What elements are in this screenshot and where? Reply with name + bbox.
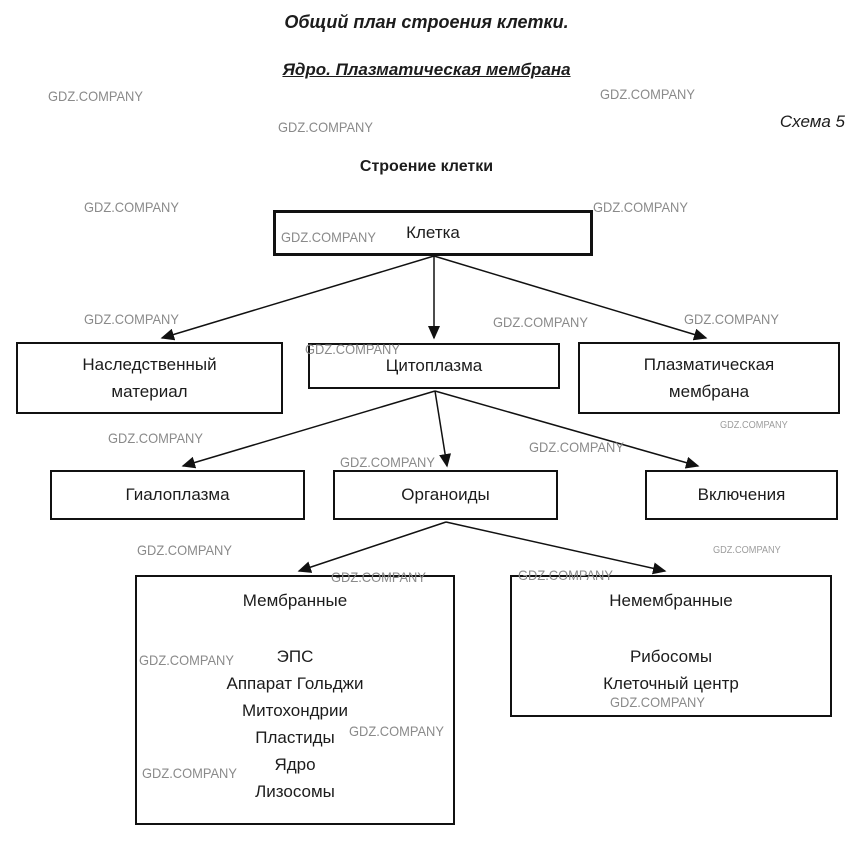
membrane-item: ЭПС xyxy=(276,647,314,666)
membrane-item: Митохондрии xyxy=(241,701,349,720)
node-hereditary-material-label: Наследственный материал xyxy=(82,355,217,401)
watermark: GDZ.COMPANY xyxy=(349,723,444,739)
watermark: GDZ.COMPANY xyxy=(84,311,179,327)
membrane-item: Ядро xyxy=(274,755,316,774)
membrane-item: Лизосомы xyxy=(255,782,335,801)
watermark: GDZ.COMPANY xyxy=(600,86,695,102)
scheme-label: Схема 5 xyxy=(779,112,845,131)
node-plasma-membrane: Плазматическая мембрана xyxy=(578,342,840,414)
watermark: GDZ.COMPANY xyxy=(610,694,705,710)
diagram-title: Строение клетки xyxy=(359,158,494,175)
node-inclusions-label: Включения xyxy=(697,485,786,504)
watermark: GDZ.COMPANY xyxy=(108,430,203,446)
node-organoids: Органоиды xyxy=(333,470,558,520)
watermark: GDZ.COMPANY xyxy=(84,199,179,215)
watermark: GDZ.COMPANY xyxy=(137,542,232,558)
node-non-membrane-organoids: Немембранные Рибосомы Клеточный центр xyxy=(510,575,832,717)
node-non-membrane-organoids-label: Немембранные xyxy=(609,591,733,610)
node-membrane-organoids: Мембранные ЭПС Аппарат Гольджи Митохондр… xyxy=(135,575,455,825)
watermark: GDZ.COMPANY xyxy=(331,569,426,585)
watermark: GDZ.COMPANY xyxy=(278,119,373,135)
watermark: GDZ.COMPANY xyxy=(281,229,376,245)
node-cytoplasm-label: Цитоплазма xyxy=(385,356,483,375)
node-hereditary-material: Наследственный материал xyxy=(16,342,283,414)
node-hyaloplasm: Гиалоплазма xyxy=(50,470,305,520)
non-membrane-item: Клеточный центр xyxy=(603,674,739,693)
node-cytoplasm: Цитоплазма xyxy=(308,343,560,389)
page-title: Общий план строения клетки. xyxy=(284,12,569,32)
node-plasma-membrane-label: Плазматическая мембрана xyxy=(643,355,775,401)
watermark: GDZ.COMPANY xyxy=(142,765,237,781)
watermark: GDZ.COMPANY xyxy=(48,88,143,104)
watermark: GDZ.COMPANY xyxy=(529,439,624,455)
node-organoids-label: Органоиды xyxy=(401,485,490,504)
node-hyaloplasm-label: Гиалоплазма xyxy=(125,485,230,504)
watermark: GDZ.COMPANY xyxy=(713,545,781,556)
page-subtitle: Ядро. Плазматическая мембрана xyxy=(282,60,571,79)
node-cell-label: Клетка xyxy=(406,223,460,242)
watermark: GDZ.COMPANY xyxy=(139,652,234,668)
node-membrane-organoids-label: Мембранные xyxy=(242,591,348,610)
watermark: GDZ.COMPANY xyxy=(720,420,788,431)
watermark: GDZ.COMPANY xyxy=(593,199,688,215)
watermark: GDZ.COMPANY xyxy=(684,311,779,327)
watermark: GDZ.COMPANY xyxy=(340,454,435,470)
watermark: GDZ.COMPANY xyxy=(493,314,588,330)
watermark: GDZ.COMPANY xyxy=(518,567,613,583)
non-membrane-item: Рибосомы xyxy=(629,647,713,666)
node-cell: Клетка xyxy=(273,210,593,256)
membrane-items: ЭПС Аппарат Гольджи Митохондрии Пластиды… xyxy=(137,643,453,805)
watermark: GDZ.COMPANY xyxy=(305,341,400,357)
membrane-item: Пластиды xyxy=(255,728,335,747)
non-membrane-items: Рибосомы Клеточный центр xyxy=(512,643,830,697)
node-inclusions: Включения xyxy=(645,470,838,520)
membrane-item: Аппарат Гольджи xyxy=(226,674,364,693)
